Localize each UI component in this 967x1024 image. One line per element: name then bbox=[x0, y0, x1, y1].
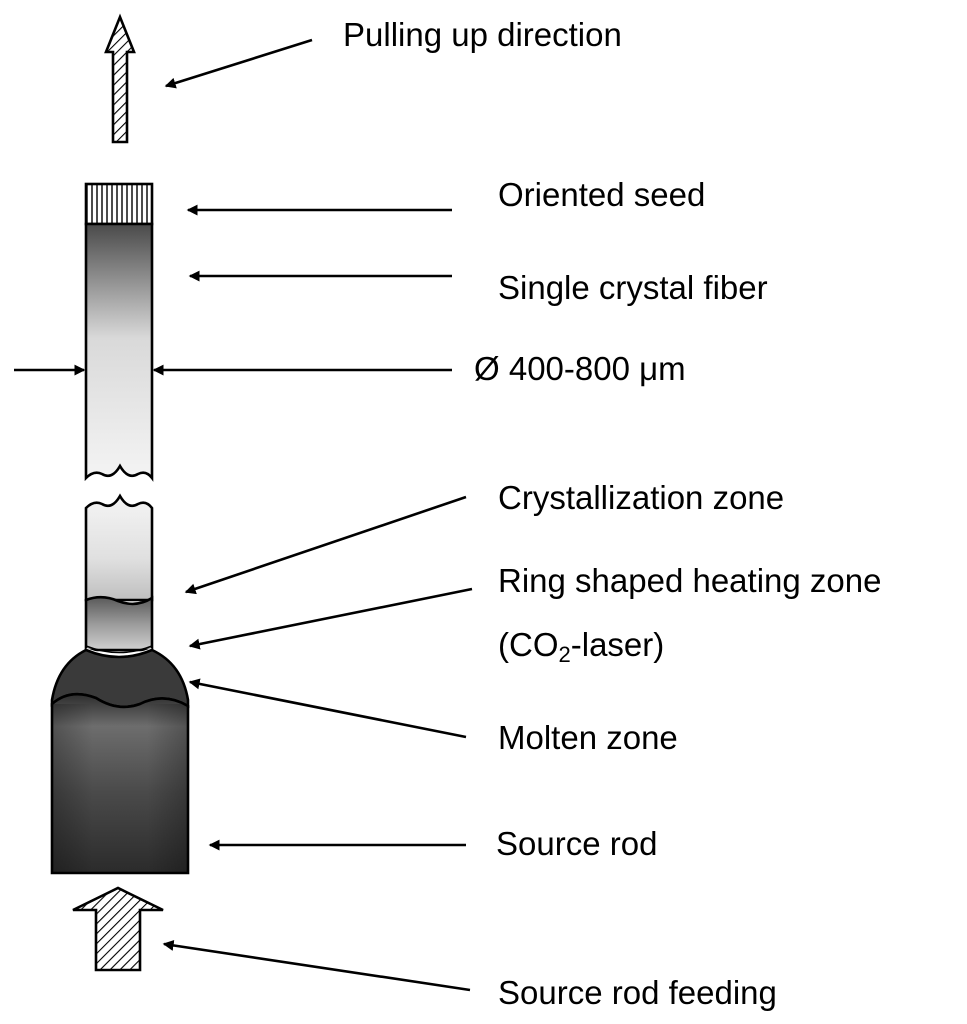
label-molten-zone: Molten zone bbox=[498, 719, 678, 756]
source-rod-feeding-arrow-icon bbox=[72, 886, 164, 972]
pulling-up-arrow-icon bbox=[104, 13, 136, 144]
pointer-crystallization-zone bbox=[184, 495, 467, 595]
label-single-crystal-fiber: Single crystal fiber bbox=[498, 269, 768, 306]
crystallization-zone bbox=[84, 595, 154, 652]
label-oriented-seed: Oriented seed bbox=[498, 176, 705, 213]
oriented-seed bbox=[84, 182, 154, 226]
label-diameter: Ø 400-800 μm bbox=[474, 350, 686, 387]
pointer-molten-zone bbox=[188, 678, 467, 739]
label-source-rod: Source rod bbox=[496, 825, 657, 862]
pointer-source-rod-feeding bbox=[162, 939, 471, 992]
label-crystallization-zone: Crystallization zone bbox=[498, 479, 784, 516]
pointer-pulling-up bbox=[164, 38, 313, 89]
label-source-rod-feeding: Source rod feeding bbox=[498, 974, 777, 1011]
pointer-heating-zone bbox=[188, 587, 473, 650]
label-pulling-up-direction: Pulling up direction bbox=[343, 16, 622, 53]
single-crystal-fiber-lower bbox=[84, 493, 154, 602]
label-heating-zone-line2: (CO2-laser) bbox=[498, 626, 664, 667]
single-crystal-fiber-upper bbox=[84, 222, 154, 482]
label-heating-zone-line1: Ring shaped heating zone bbox=[498, 562, 881, 599]
